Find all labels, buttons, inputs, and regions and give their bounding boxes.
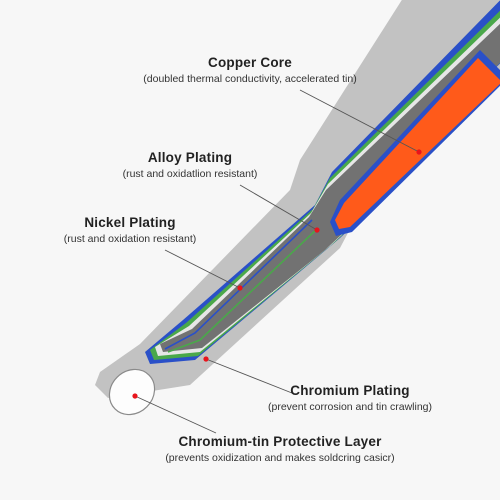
leader-nickel-plating xyxy=(164,249,241,289)
chromium-tin-layer-title: Chromium-tin Protective Layer xyxy=(178,434,382,449)
leader-copper-core xyxy=(299,89,420,153)
nickel-plating-title: Nickel Plating xyxy=(84,215,176,230)
copper-core-subtitle: (doubled thermal conductivity, accelerat… xyxy=(143,73,357,85)
leader-lines xyxy=(134,89,420,434)
chromium-plating-title: Chromium Plating xyxy=(290,383,410,398)
marker-chromium-plating xyxy=(203,356,209,362)
label-nickel-plating: Nickel Plating (rust and oxidation resis… xyxy=(20,215,240,245)
label-alloy-plating: Alloy Plating (rust and oxidatlion resis… xyxy=(80,150,300,180)
alloy-plating-subtitle: (rust and oxidatlion resistant) xyxy=(122,168,258,180)
copper-core xyxy=(330,50,500,236)
marker-dots xyxy=(132,149,422,399)
leader-alloy-plating xyxy=(239,184,318,231)
plating-layers xyxy=(145,0,500,364)
outer-shell xyxy=(95,0,500,416)
marker-copper-core xyxy=(416,149,422,155)
copper-core-title: Copper Core xyxy=(208,55,292,70)
chromium-plating-subtitle: (prevent corrosion and tin crawling) xyxy=(268,401,432,413)
leader-chromium-plating xyxy=(205,358,293,394)
label-chromium-tin-layer: Chromium-tin Protective Layer (prevents … xyxy=(130,434,430,464)
label-copper-core: Copper Core (doubled thermal conductivit… xyxy=(120,55,380,85)
chromium-tin-layer-subtitle: (prevents oxidization and makes soldcrin… xyxy=(165,452,395,464)
marker-alloy-plating xyxy=(314,227,320,233)
marker-chromium-tin-layer xyxy=(132,393,138,399)
alloy-plating-title: Alloy Plating xyxy=(147,150,233,165)
marker-nickel-plating xyxy=(237,285,243,291)
label-chromium-plating: Chromium Plating (prevent corrosion and … xyxy=(240,383,460,413)
nickel-plating-subtitle: (rust and oxidation resistant) xyxy=(63,233,197,245)
leader-chromium-tin-layer xyxy=(134,395,217,434)
